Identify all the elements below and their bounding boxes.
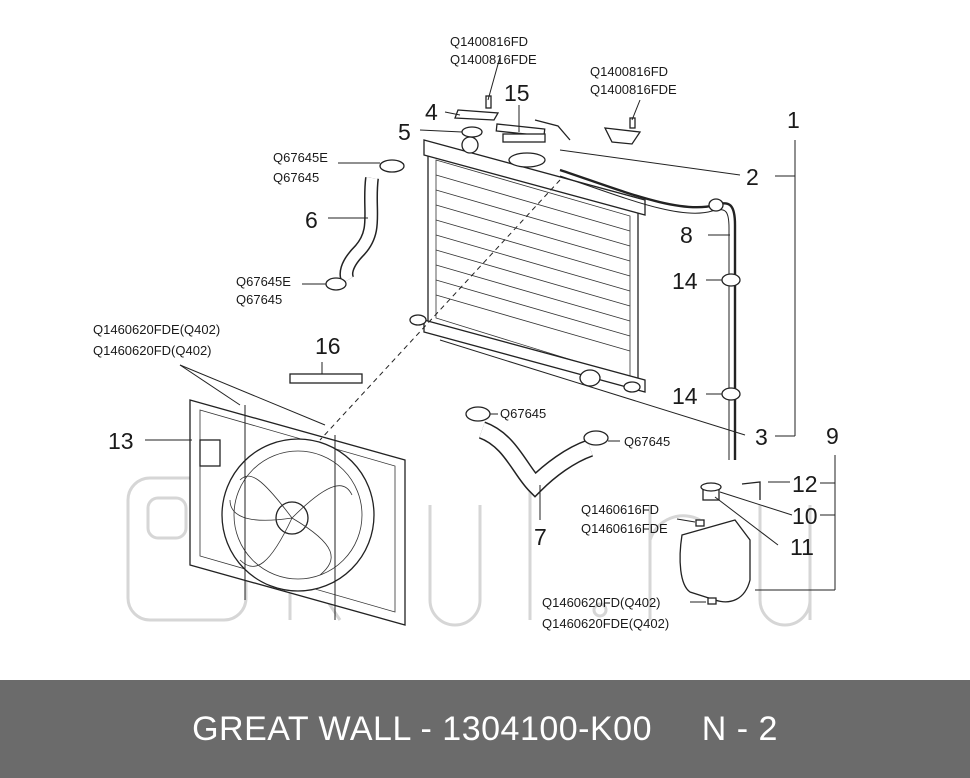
callout-4: 4 (425, 99, 438, 125)
pn-hose-lower-right: Q67645 (624, 434, 670, 449)
pn-hose-upper-bottom-1: Q67645E (236, 274, 291, 289)
pn-hose-upper-top-2: Q67645 (273, 170, 319, 185)
callout-10: 10 (792, 503, 818, 529)
callout-16: 16 (315, 333, 341, 359)
pn-tank-bolt-bottom-1: Q1460620FD(Q402) (542, 595, 661, 610)
cap-parts (454, 95, 642, 145)
callout-3: 3 (755, 424, 768, 450)
callout-13: 13 (108, 428, 134, 454)
callout-14b: 14 (672, 383, 698, 409)
callout-5: 5 (398, 119, 411, 145)
footer-bar: GREAT WALL - 1304100-K00 N - 2 (0, 680, 970, 778)
pn-hose-lower-left: Q67645 (500, 406, 546, 421)
label-plate-16 (289, 373, 363, 384)
pn-clamp-right-1: Q1400816FD (590, 64, 668, 79)
pn-clamp-right-2: Q1400816FDE (590, 82, 677, 97)
callout-7: 7 (534, 524, 547, 550)
footer-caption: GREAT WALL - 1304100-K00 N - 2 (192, 709, 778, 748)
pn-fan-bolt-2: Q1460620FD(Q402) (93, 343, 212, 358)
callout-2: 2 (746, 164, 759, 190)
callout-14a: 14 (672, 268, 698, 294)
pn-tank-bolt-top-2: Q1460616FDE (581, 521, 668, 536)
callout-9: 9 (826, 423, 839, 449)
upper-hose (325, 159, 405, 291)
lower-hose (465, 406, 609, 498)
pn-clamp-top-1: Q1400816FD (450, 34, 528, 49)
pn-clamp-top-2: Q1400816FDE (450, 52, 537, 67)
leader-lines (145, 56, 836, 603)
pn-tank-bolt-bottom-2: Q1460620FDE(Q402) (542, 616, 669, 631)
pn-hose-upper-top-1: Q67645E (273, 150, 328, 165)
callout-15: 15 (504, 80, 530, 106)
overflow-hose (559, 168, 741, 460)
callout-6: 6 (305, 207, 318, 233)
dashed-alignment-line (319, 179, 561, 441)
pn-hose-upper-bottom-2: Q67645 (236, 292, 282, 307)
fan-shroud (189, 399, 406, 626)
radiator-assembly-diagram: Q1400816FD Q1400816FDE Q1400816FD Q14008… (93, 34, 839, 631)
callout-12: 12 (792, 471, 818, 497)
pn-fan-bolt-1: Q1460620FDE(Q402) (93, 322, 220, 337)
coolant-reservoir (679, 481, 761, 605)
callout-1: 1 (787, 107, 800, 133)
label-plate-15 (502, 133, 546, 143)
radiator (409, 136, 646, 393)
callout-8: 8 (680, 222, 693, 248)
callout-11: 11 (790, 534, 814, 560)
pn-tank-bolt-top-1: Q1460616FD (581, 502, 659, 517)
